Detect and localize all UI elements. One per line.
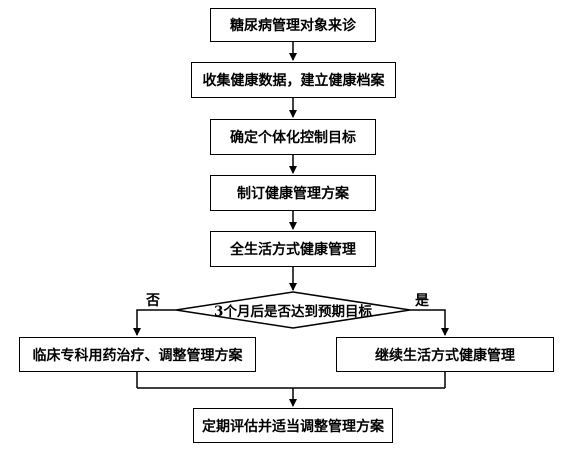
no-label: 否 bbox=[146, 293, 160, 309]
step-make-plan: 制订健康管理方案 bbox=[210, 175, 376, 211]
branch-yes-label: 继续生活方式健康管理 bbox=[375, 347, 515, 364]
branch-no-box: 临床专科用药治疗、调整管理方案 bbox=[19, 337, 256, 372]
step-set-targets-label: 确定个体化控制目标 bbox=[230, 130, 356, 146]
decision-label: 3个月后是否达到预期目标 bbox=[214, 304, 372, 320]
step-final-evaluation: 定期评估并适当调整管理方案 bbox=[193, 408, 393, 443]
step-lifestyle-management: 全生活方式健康管理 bbox=[210, 231, 376, 267]
arrow-decision-yes bbox=[410, 309, 449, 336]
branch-no-label: 临床专科用药治疗、调整管理方案 bbox=[32, 347, 243, 364]
step-final-evaluation-label: 定期评估并适当调整管理方案 bbox=[202, 418, 384, 435]
step-visit-label: 糖尿病管理对象来诊 bbox=[230, 18, 356, 34]
step-collect-data-label: 收集健康数据，建立健康档案 bbox=[202, 73, 385, 89]
step-visit: 糖尿病管理对象来诊 bbox=[210, 8, 376, 42]
step-make-plan-label: 制订健康管理方案 bbox=[237, 186, 349, 202]
step-collect-data: 收集健康数据，建立健康档案 bbox=[191, 62, 396, 98]
branch-yes-box: 继续生活方式健康管理 bbox=[336, 337, 554, 372]
yes-label: 是 bbox=[415, 293, 429, 309]
arrow-decision-no bbox=[133, 309, 176, 336]
step-set-targets: 确定个体化控制目标 bbox=[210, 119, 376, 155]
decision-diamond bbox=[175, 291, 411, 329]
step-lifestyle-management-label: 全生活方式健康管理 bbox=[230, 242, 356, 258]
